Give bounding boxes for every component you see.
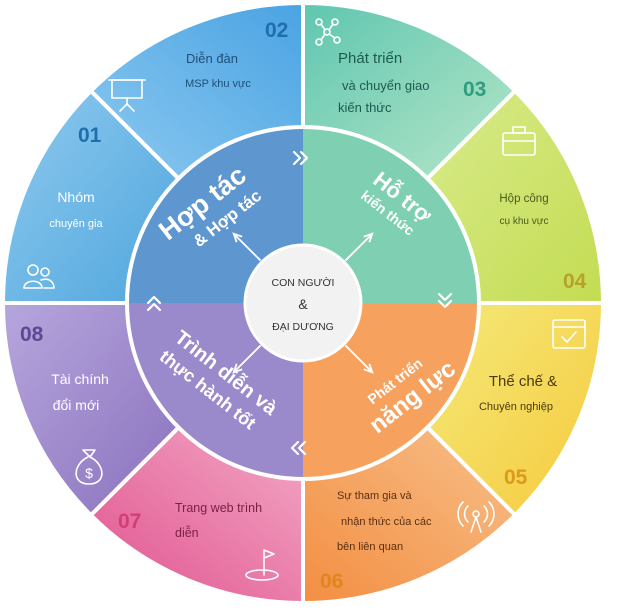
segment-02-label-line1: Diễn đàn xyxy=(186,51,238,66)
segment-06-label-line3: bên liên quan xyxy=(337,541,403,553)
chevron-up-icon xyxy=(146,295,162,312)
broadcast-icon xyxy=(457,501,495,533)
chevron-down-icon xyxy=(437,292,453,309)
money-bag-icon: $ xyxy=(75,449,103,485)
segment-08-label-line1: Tài chính xyxy=(51,371,109,387)
segment-02-label-line2: MSP khu vực xyxy=(185,78,251,90)
center-circle xyxy=(243,243,363,363)
segment-08 xyxy=(0,301,182,518)
chevron-left-icon xyxy=(290,440,307,456)
segment-01-label-line2: chuyên gia xyxy=(49,218,103,230)
arrow-br xyxy=(344,344,374,374)
segment-05-label-line2: Chuyên nghiệp xyxy=(479,401,553,413)
segment-03-number: 03 xyxy=(463,78,486,101)
segment-07-label-line2: diễn xyxy=(175,525,199,540)
arrow-tr xyxy=(344,232,374,262)
segment-08-label-line2: đổi mới xyxy=(53,397,100,413)
chevron-right-icon xyxy=(292,150,309,166)
segment-06-number: 06 xyxy=(320,570,343,593)
segment-07-label-line1: Trang web trình xyxy=(175,501,262,515)
center-line1: CON NGƯỜI xyxy=(272,276,335,289)
segment-04-label-line2: cụ khu vực xyxy=(500,216,549,227)
segment-05-number: 05 xyxy=(504,466,528,489)
segment-04-number: 04 xyxy=(563,270,587,293)
segment-07-number: 07 xyxy=(118,510,141,533)
arrow-bl xyxy=(232,344,262,374)
segment-03-label-line3: kiến thức xyxy=(338,100,392,115)
segment-04-label-line1: Hộp công xyxy=(499,193,548,205)
checklist-window-icon xyxy=(552,319,586,349)
toolbox-icon xyxy=(502,126,536,156)
network-icon xyxy=(315,18,341,46)
segment-01-number: 01 xyxy=(78,124,102,147)
center-ampersand: & xyxy=(298,296,308,312)
users-icon xyxy=(23,264,55,289)
segment-01-label-line1: Nhóm xyxy=(57,189,94,205)
arrow-tl xyxy=(232,232,262,262)
segment-03-label-line2: và chuyển giao xyxy=(342,78,429,93)
segment-06-label-line1: Sự tham gia và xyxy=(337,490,413,502)
svg-text:$: $ xyxy=(85,465,93,481)
segment-02-number: 02 xyxy=(265,19,288,42)
segment-08-number: 08 xyxy=(20,323,44,346)
presentation-board-icon xyxy=(108,79,146,112)
center-line3: ĐẠI DƯƠNG xyxy=(272,321,334,333)
segment-03-label-line1: Phát triển xyxy=(338,50,402,67)
segment-06-label-line2: nhận thức của các xyxy=(341,516,432,528)
golf-flag-icon xyxy=(245,549,279,581)
segment-05-label-line1: Thể chế & xyxy=(489,373,557,390)
